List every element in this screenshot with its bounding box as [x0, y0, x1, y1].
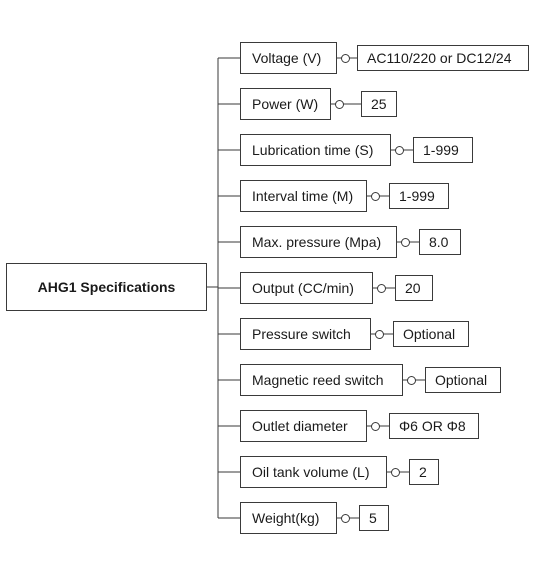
spec-value: 2 — [419, 464, 427, 480]
spec-value-box: 5 — [359, 505, 389, 531]
connector-circle — [395, 145, 404, 155]
spec-label-box: Voltage (V) — [240, 42, 337, 74]
spec-value: 1-999 — [423, 142, 459, 158]
spec-value-box: 8.0 — [419, 229, 461, 255]
spec-label: Voltage (V) — [252, 50, 322, 66]
connector-circle — [377, 283, 386, 293]
spec-label: Outlet diameter — [252, 418, 348, 434]
spec-value-box: 1-999 — [389, 183, 449, 209]
spec-value: Optional — [435, 372, 488, 388]
connector-circle — [371, 421, 380, 431]
spec-label: Pressure switch — [252, 326, 351, 342]
spec-value-box: AC110/220 or DC12/24 — [357, 45, 529, 71]
spec-value-box: Φ6 OR Φ8 — [389, 413, 479, 439]
connector-circle — [391, 467, 400, 477]
spec-label: Power (W) — [252, 96, 319, 112]
spec-value: 5 — [369, 510, 377, 526]
spec-value: 1-999 — [399, 188, 435, 204]
spec-value-box: 25 — [361, 91, 397, 117]
spec-label-box: Magnetic reed switch — [240, 364, 403, 396]
spec-label: Weight(kg) — [252, 510, 320, 526]
connector-circle — [407, 375, 416, 385]
spec-value: Φ6 OR Φ8 — [399, 418, 466, 434]
spec-value: Optional — [403, 326, 456, 342]
connector-circle — [375, 329, 384, 339]
spec-label: Oil tank volume (L) — [252, 464, 370, 480]
root-node: AHG1 Specifications — [6, 263, 207, 311]
spec-value: AC110/220 or DC12/24 — [367, 50, 512, 66]
connector-circle — [341, 53, 350, 63]
spec-label-box: Pressure switch — [240, 318, 371, 350]
spec-value-box: 2 — [409, 459, 439, 485]
spec-label-box: Power (W) — [240, 88, 331, 120]
root-label: AHG1 Specifications — [37, 279, 176, 295]
spec-label-box: Output (CC/min) — [240, 272, 373, 304]
spec-value-box: Optional — [425, 367, 501, 393]
spec-label: Max. pressure (Mpa) — [252, 234, 382, 250]
spec-value: 8.0 — [429, 234, 449, 250]
spec-label-box: Oil tank volume (L) — [240, 456, 387, 488]
connector-circle — [341, 513, 350, 523]
spec-label-box: Outlet diameter — [240, 410, 367, 442]
connector-circle — [401, 237, 410, 247]
spec-label-box: Weight(kg) — [240, 502, 337, 534]
spec-label: Output (CC/min) — [252, 280, 354, 296]
spec-value: 25 — [371, 96, 387, 112]
spec-label: Lubrication time (S) — [252, 142, 374, 158]
spec-value-box: 20 — [395, 275, 433, 301]
spec-value-box: 1-999 — [413, 137, 473, 163]
connector-circle — [335, 99, 344, 109]
spec-label: Interval time (M) — [252, 188, 354, 204]
spec-label-box: Lubrication time (S) — [240, 134, 391, 166]
connector-circle — [371, 191, 380, 201]
spec-label-box: Interval time (M) — [240, 180, 367, 212]
spec-value-box: Optional — [393, 321, 469, 347]
spec-label-box: Max. pressure (Mpa) — [240, 226, 397, 258]
spec-label: Magnetic reed switch — [252, 372, 384, 388]
spec-value: 20 — [405, 280, 421, 296]
